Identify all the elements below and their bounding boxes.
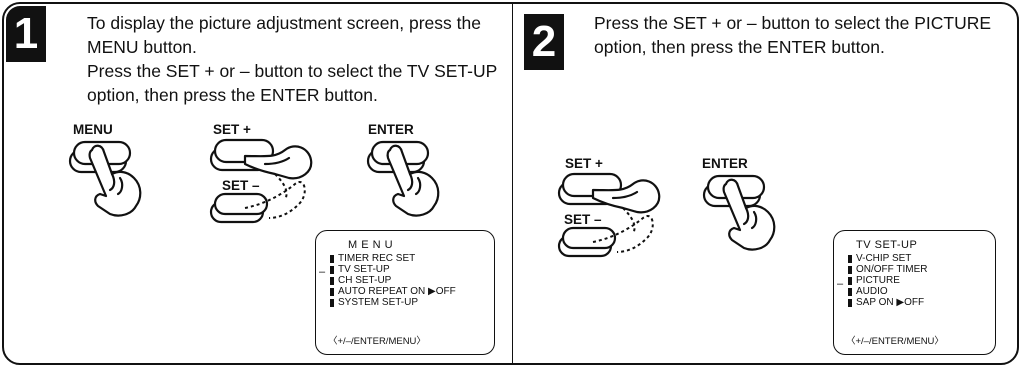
step-2-tv-set-up-screen: TV SET-UP – V-CHIP SET ON/OFF TIMER PICT… [833,230,996,355]
menu-item-audio: AUDIO [856,286,888,297]
step-2-number: 2 [524,14,564,70]
step-divider [512,4,513,365]
step-1-number: 1 [6,6,46,62]
step-1-text-line-1: To display the picture adjustment screen… [87,11,497,59]
menu-item-marker-icon [330,288,334,296]
tv-set-up-screen-footer: 〈+/–/ENTER/MENU〉 [846,333,944,347]
step-2-enter-button-label: ENTER [702,156,748,171]
step-1-text-line-2: Press the SET + or – button to select th… [87,59,497,107]
menu-button-label: MENU [73,122,113,137]
menu-item-ch-set-up: CH SET-UP [338,275,391,286]
menu-item-on-off-timer: ON/OFF TIMER [856,264,927,275]
menu-item-marker-icon [330,255,334,263]
menu-item-marker-icon [848,277,852,285]
menu-screen-title: M E N U [348,239,393,251]
tv-set-up-screen-title: TV SET-UP [856,239,917,251]
menu-item-marker-icon [330,277,334,285]
step-2-instructions: Press the SET + or – button to select th… [594,11,1014,59]
menu-item-marker-icon [848,255,852,263]
menu-item-marker-icon [848,266,852,274]
step-1-menu-screen: M E N U – TIMER REC SET TV SET-UP CH SET… [315,230,495,355]
set-buttons-press-illustration [205,134,325,229]
step-1-instructions: To display the picture adjustment screen… [87,11,497,107]
enter-button-press-illustration [360,136,460,231]
step-2-set-buttons-press-illustration [553,168,673,263]
step-2-enter-button-press-illustration [696,170,796,265]
menu-item-sap: SAP ON ▶OFF [856,297,924,308]
menu-item-marker-icon [330,266,334,274]
enter-button-label: ENTER [368,122,414,137]
menu-button-press-illustration [62,136,162,231]
menu-item-marker-icon [848,288,852,296]
menu-item-marker-icon [848,299,852,307]
menu-item-marker-icon [330,299,334,307]
menu-item-timer-rec-set: TIMER REC SET [338,253,415,264]
menu-item-auto-repeat: AUTO REPEAT ON ▶OFF [338,286,456,297]
menu-item-system-set-up: SYSTEM SET-UP [338,297,418,308]
menu-cursor-icon: – [319,267,325,278]
menu-screen-footer: 〈+/–/ENTER/MENU〉 [328,333,426,347]
menu-item-v-chip-set: V-CHIP SET [856,253,911,264]
menu-item-picture: PICTURE [856,275,900,286]
menu-item-tv-set-up: TV SET-UP [338,264,390,275]
tv-set-up-cursor-icon: – [837,279,843,290]
